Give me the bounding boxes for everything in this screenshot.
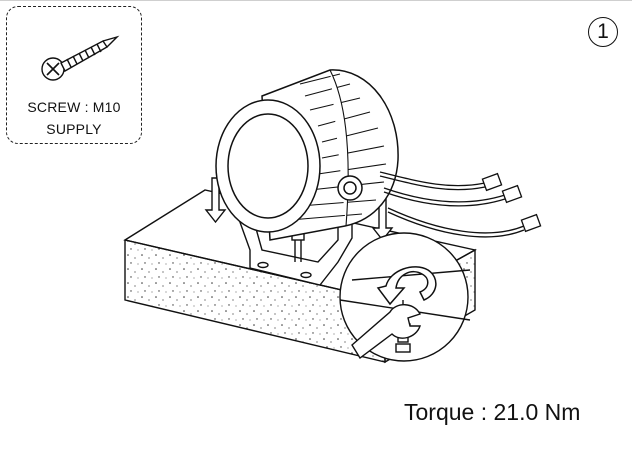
step-number-badge: 1 [588, 17, 618, 47]
wrench-icon [351, 304, 421, 360]
floodlight-fixture-icon [215, 69, 399, 241]
top-rule [0, 0, 632, 1]
screw-icon [41, 35, 120, 81]
torque-spec: Torque : 21.0 Nm [404, 399, 581, 425]
rotation-arrow-icon [376, 266, 437, 306]
screw-size-label: SCREW : M10 [27, 99, 121, 115]
step-number: 1 [597, 20, 609, 43]
screw-supply-callout: SCREW : M10 SUPPLY [6, 6, 142, 144]
screw-supply-label: SUPPLY [46, 121, 102, 137]
down-arrow-right [371, 195, 394, 242]
power-cables [379, 171, 542, 238]
